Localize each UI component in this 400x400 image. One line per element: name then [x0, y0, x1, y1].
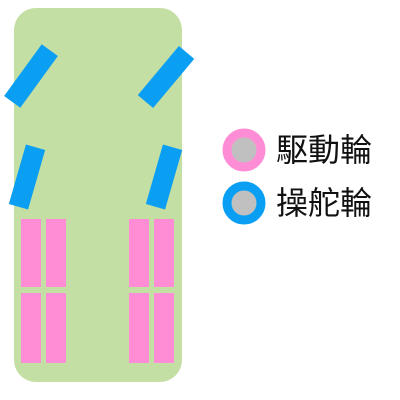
legend-steer-label: 操舵輪 [276, 184, 373, 222]
steer-wheel-front-right [137, 46, 195, 108]
drive-wheel-left-2 [46, 219, 66, 287]
legend-drive-wheel: 駆動輪 [222, 128, 372, 172]
legend-steer-wheel: 操舵輪 [222, 181, 372, 225]
steer-wheel-rear-right [145, 144, 183, 210]
steer-wheel-legend-icon [222, 181, 266, 225]
steer-wheel-front-left [4, 44, 58, 108]
drive-wheel-right-4 [154, 293, 174, 363]
drive-wheel-right-1 [129, 219, 149, 287]
drive-wheel-right-3 [129, 293, 149, 363]
steer-wheel-rear-left [8, 144, 46, 210]
drive-wheel-right-2 [154, 219, 174, 287]
vehicle-chassis [14, 8, 182, 382]
drive-wheel-left-1 [21, 219, 41, 287]
drive-wheel-left-3 [21, 293, 41, 363]
legend-drive-label: 駆動輪 [276, 131, 373, 169]
drive-wheel-left-4 [46, 293, 66, 363]
drive-wheel-legend-icon [222, 128, 266, 172]
